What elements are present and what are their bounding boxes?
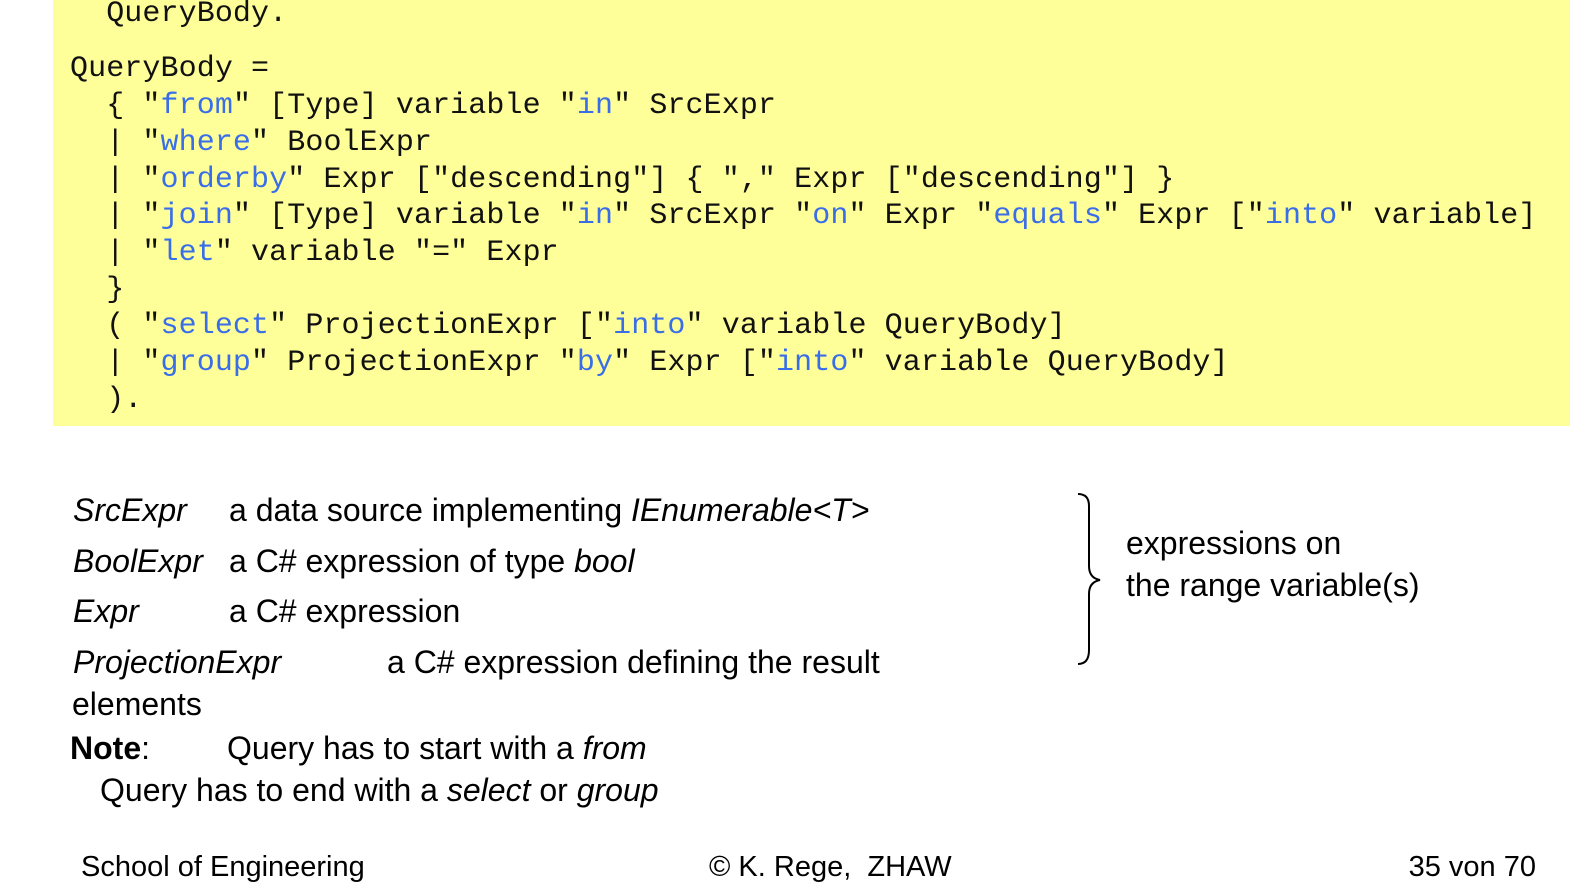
code-text: | ": [70, 236, 161, 270]
note-bold: Note: [70, 730, 142, 766]
code-keyword: from: [160, 89, 233, 123]
desc-projectionexpr-cont: elements: [72, 686, 202, 722]
note-colon: :: [141, 730, 150, 766]
term-srcexpr: SrcExpr: [73, 492, 187, 528]
desc-expr: a C# expression: [229, 593, 461, 629]
note-line1: Query has to start with a from: [227, 729, 647, 767]
code-line: | "where" BoolExpr: [70, 125, 432, 161]
code-text: " Expr ": [848, 199, 994, 233]
code-keyword: group: [160, 346, 252, 380]
note-keyword: group: [576, 772, 659, 808]
note-label: Note:: [70, 729, 150, 767]
code-line: | "orderby" Expr ["descending"] { "," Ex…: [70, 162, 1174, 198]
code-text: " BoolExpr: [251, 126, 433, 160]
code-line: | "let" variable "=" Expr: [70, 235, 559, 271]
note-text: Query has to end with a: [100, 772, 447, 808]
code-text: " SrcExpr ": [613, 199, 813, 233]
term-boolexpr: BoolExpr: [73, 543, 203, 579]
code-text: QueryBody =: [70, 52, 270, 86]
code-text: }: [70, 273, 125, 307]
brace-note-line1: expressions on: [1126, 525, 1342, 561]
code-keyword: by: [576, 346, 614, 380]
code-text: " variable QueryBody]: [848, 346, 1229, 380]
note-line2: Query has to end with a select or group: [100, 771, 659, 809]
code-line: }: [70, 272, 124, 308]
code-text: | ": [70, 163, 161, 197]
term-expr: Expr: [73, 593, 139, 629]
code-line: QueryBody =: [70, 51, 269, 87]
code-text: " ProjectionExpr [": [269, 309, 614, 343]
footer-copyright: © K. Rege, ZHAW: [709, 851, 952, 883]
code-keyword: join: [160, 199, 233, 233]
code-text: " ProjectionExpr ": [251, 346, 577, 380]
code-keyword: into: [613, 309, 686, 343]
code-text: " variable]: [1337, 199, 1537, 233]
desc-srcexpr: a data source implementing IEnumerable<T…: [229, 491, 869, 529]
footer-school: School of Engineering: [81, 851, 365, 883]
code-text: | ": [70, 126, 161, 160]
code-text: " Expr ["descending"] { "," Expr ["desce…: [287, 163, 1175, 197]
code-keyword: in: [576, 199, 614, 233]
term-projectionexpr: ProjectionExpr: [73, 644, 282, 680]
desc-text: a data source implementing: [229, 492, 631, 528]
code-text: { ": [70, 89, 161, 123]
desc-boolexpr: a C# expression of type bool: [229, 542, 635, 580]
code-keyword: equals: [993, 199, 1102, 233]
code-line: QueryBody.: [70, 0, 287, 32]
code-text: " variable QueryBody]: [685, 309, 1066, 343]
code-keyword: let: [160, 236, 215, 270]
curly-brace-icon: [1077, 493, 1101, 665]
code-text: ( ": [70, 309, 161, 343]
code-line: ( "select" ProjectionExpr ["into" variab…: [70, 308, 1066, 344]
code-text: " [Type] variable ": [232, 199, 577, 233]
type-name: IEnumerable<T>: [631, 492, 870, 528]
code-keyword: orderby: [160, 163, 288, 197]
code-line: ).: [70, 382, 142, 418]
code-text: ).: [70, 383, 143, 417]
desc-projectionexpr: a C# expression defining the result: [387, 644, 880, 680]
code-text: " [Type] variable ": [232, 89, 577, 123]
code-keyword: in: [576, 89, 614, 123]
code-keyword: into: [776, 346, 849, 380]
code-text: " variable "=" Expr: [214, 236, 559, 270]
code-block: [53, 0, 1570, 426]
code-text: | ": [70, 346, 161, 380]
code-keyword: into: [1264, 199, 1338, 233]
desc-text: a C# expression of type: [229, 543, 575, 579]
code-line: | "join" [Type] variable "in" SrcExpr "o…: [70, 198, 1536, 234]
note-text: Query has to start with a: [227, 730, 583, 766]
brace-note-line2: the range variable(s): [1126, 567, 1420, 603]
code-keyword: on: [812, 199, 849, 233]
code-line: | "group" ProjectionExpr "by" Expr ["int…: [70, 345, 1229, 381]
code-text: | ": [70, 199, 161, 233]
note-text: or: [530, 772, 577, 808]
code-line: { "from" [Type] variable "in" SrcExpr: [70, 88, 776, 124]
code-keyword: select: [160, 309, 270, 343]
code-text: " Expr [": [1101, 199, 1265, 233]
code-text: " Expr [": [613, 346, 777, 380]
code-text: " SrcExpr: [613, 89, 777, 123]
code-keyword: where: [160, 126, 252, 160]
type-name: bool: [574, 543, 635, 579]
code-text: QueryBody.: [70, 0, 288, 31]
note-keyword: from: [582, 730, 647, 766]
note-keyword: select: [446, 772, 531, 808]
footer-page-number: 35 von 70: [1408, 851, 1536, 883]
